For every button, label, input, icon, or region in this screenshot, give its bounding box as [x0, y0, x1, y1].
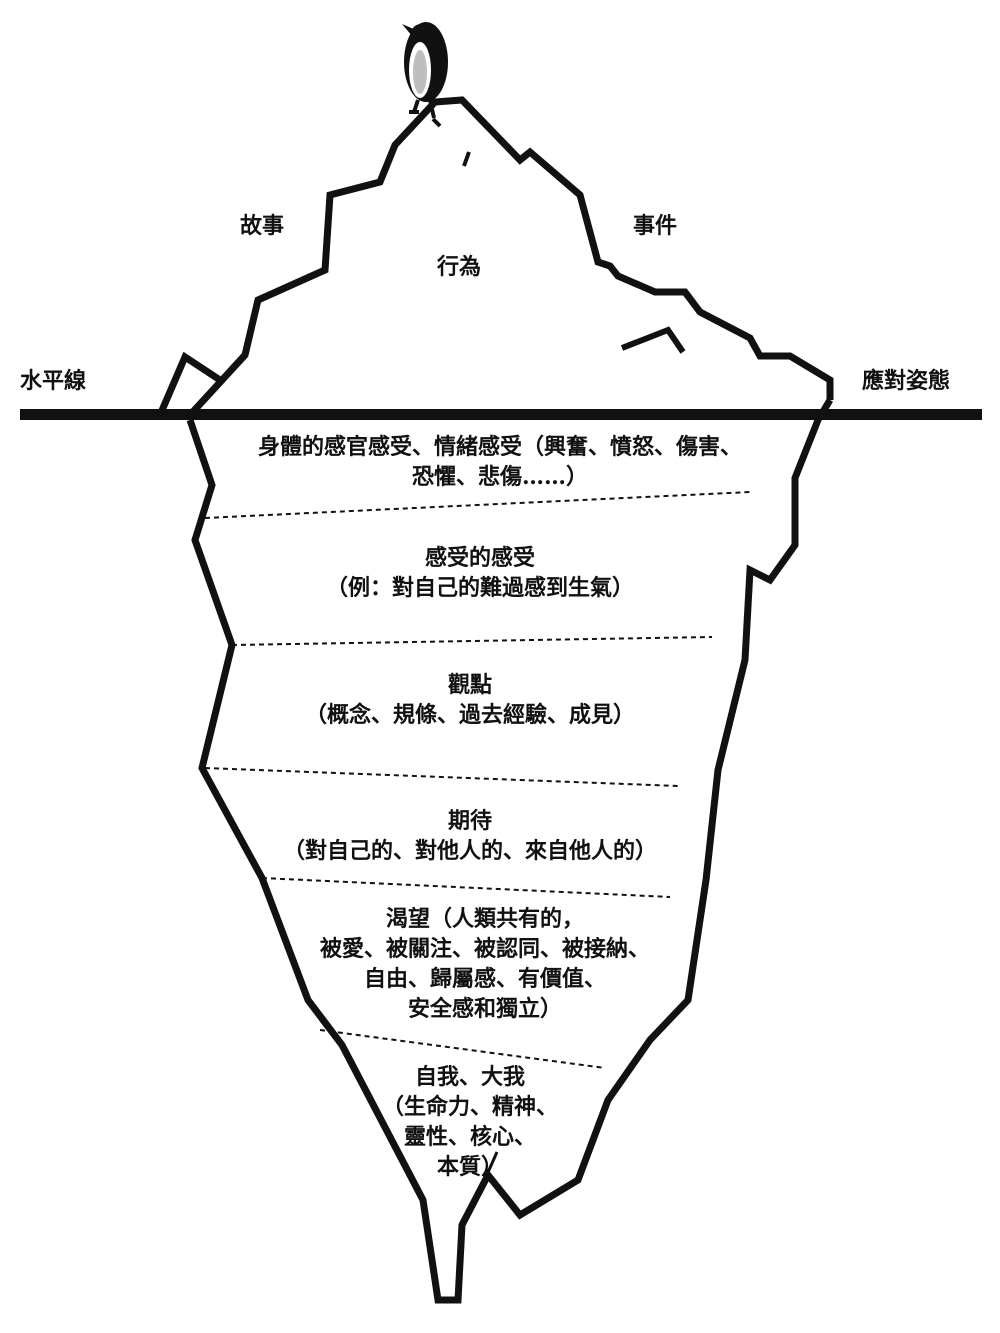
- layer-expectations: 期待 （對自己的、對他人的、來自他人的）: [282, 808, 657, 864]
- penguin-icon: [402, 22, 448, 128]
- crack-mark-lower: [476, 1151, 499, 1196]
- iceberg-submerged-outline: [186, 398, 834, 1304]
- crack-mark: [462, 151, 471, 167]
- layer-perceptions: 觀點 （概念、規條、過去經驗、成見）: [304, 672, 635, 728]
- layer-yearnings: 渴望（人類共有的， 被愛、被關注、被認同、被接納、 自由、歸屬感、有價值、 安全…: [319, 906, 650, 1022]
- label-behavior: 行為: [437, 254, 482, 280]
- layer-self: 自我、大我 （生命力、精神、 靈性、核心、 本質）: [381, 1064, 558, 1180]
- iceberg-left-ledge: [156, 351, 222, 417]
- layer-feelings-about-feelings: 感受的感受 （例：對自己的難過感到生氣）: [325, 545, 634, 601]
- label-coping-stance: 應對姿態: [862, 368, 951, 394]
- layer-divider-3: [204, 767, 679, 787]
- iceberg-tip-outline: [187, 96, 834, 418]
- small-ridge-mark: [620, 326, 686, 354]
- layer-divider-4: [261, 877, 671, 898]
- label-story: 故事: [240, 213, 285, 239]
- label-waterline: 水平線: [20, 368, 87, 394]
- layer-sensations: 身體的感官感受、情緒感受（興奮、憤怒、傷害、 恐懼、悲傷……）: [257, 434, 742, 490]
- layer-divider-1: [204, 491, 751, 519]
- waterline: [20, 409, 982, 420]
- label-event: 事件: [633, 213, 678, 239]
- layer-divider-5: [319, 1029, 606, 1069]
- layer-divider-2: [231, 636, 713, 646]
